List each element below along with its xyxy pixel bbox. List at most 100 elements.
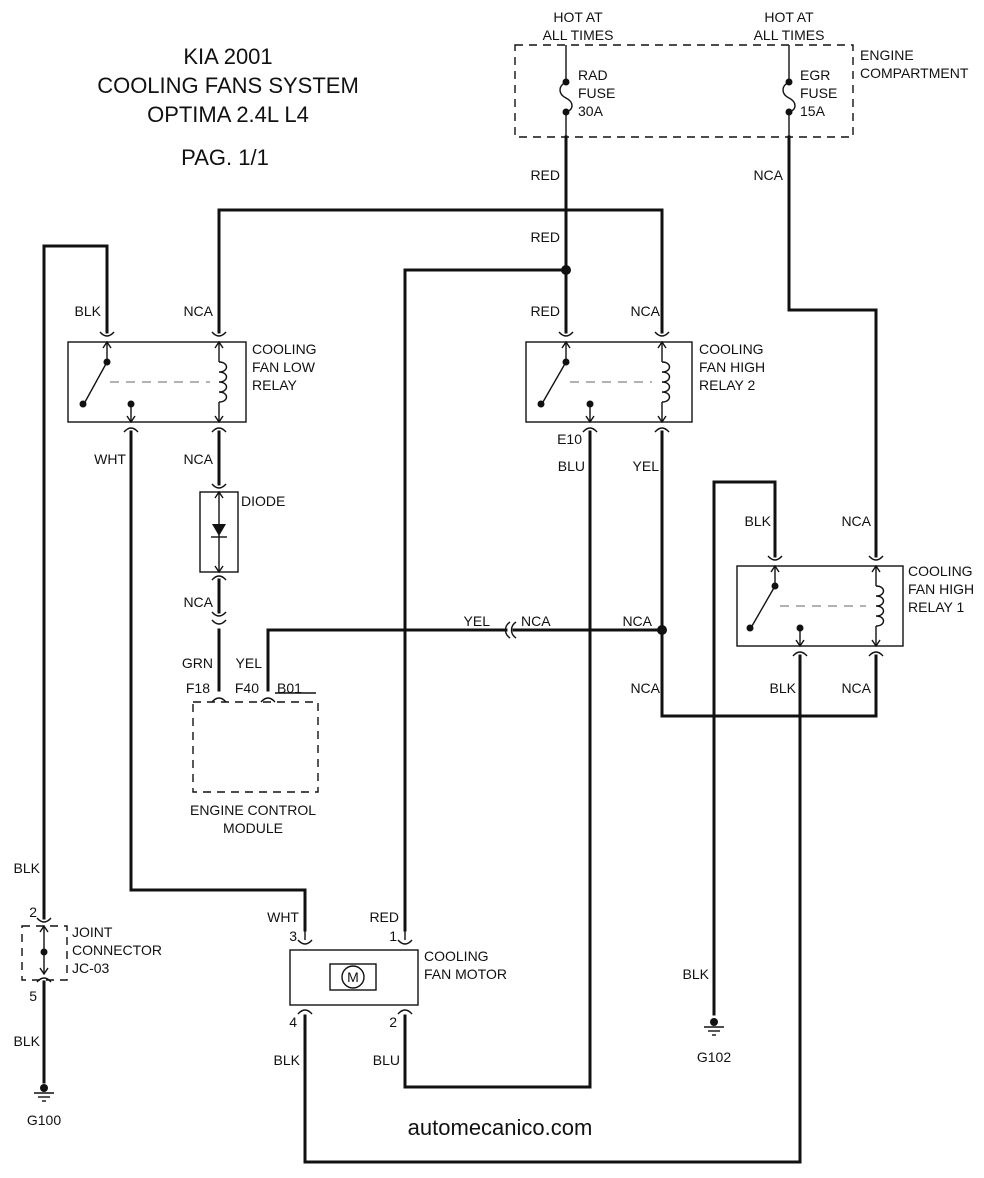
high-relay-1-label-b: FAN HIGH <box>908 581 974 597</box>
wire-label: NCA <box>753 167 783 183</box>
ground-g100: G100 <box>27 1084 61 1128</box>
ground-g100-label: G100 <box>27 1112 61 1128</box>
pin-label: 1 <box>389 928 397 944</box>
wire-yel-ecm <box>266 628 508 692</box>
wire-label: YEL <box>633 458 660 474</box>
title-line-2: COOLING FANS SYSTEM <box>97 73 359 98</box>
pin-label: F18 <box>186 680 210 696</box>
egr-fuse-label-b: FUSE <box>800 85 837 101</box>
pin-label: 2 <box>389 1014 397 1030</box>
diode-icon <box>212 524 226 536</box>
rad-fuse-label-a: RAD <box>578 67 608 83</box>
relay-coil-icon <box>875 585 885 627</box>
wire-label: BLU <box>558 458 585 474</box>
joint-connector-label-a: JOINT <box>72 924 113 940</box>
title-line-3: OPTIMA 2.4L L4 <box>147 102 309 127</box>
joint-connector-box <box>21 925 68 981</box>
watermark: automecanico.com <box>408 1115 593 1140</box>
high-relay-2-label-a: COOLING <box>699 341 764 357</box>
wire-label: NCA <box>841 513 871 529</box>
egr-fuse-label-a: EGR <box>800 67 830 83</box>
pin-label: B01 <box>277 680 302 696</box>
low-relay-label-c: RELAY <box>252 377 298 393</box>
wire-label: BLK <box>14 860 41 876</box>
wire-label: NCA <box>183 451 213 467</box>
motor-icon <box>341 965 365 989</box>
pin-label: 4 <box>289 1014 297 1030</box>
ground-g102: G102 <box>697 1018 731 1065</box>
splice-nca <box>657 625 667 635</box>
rad-fuse-label-b: FUSE <box>578 85 615 101</box>
hot-at-label-2a: HOT AT <box>764 9 814 25</box>
low-relay-label-a: COOLING <box>252 341 317 357</box>
connector-icon <box>99 331 115 337</box>
low-relay-box <box>67 341 247 423</box>
wire-label: BLK <box>683 966 710 982</box>
inline-connector-icon <box>504 621 511 639</box>
ecm-box <box>192 701 319 793</box>
wire-label: WHT <box>94 451 126 467</box>
wire-blk-g102 <box>712 480 777 1016</box>
wire-label: RED <box>530 167 560 183</box>
motor-label-a: COOLING <box>424 948 489 964</box>
wire-label: WHT <box>267 909 299 925</box>
motor-label-b: FAN MOTOR <box>424 966 507 982</box>
high-relay-2-label-c: RELAY 2 <box>699 377 756 393</box>
engine-compartment-label-a: ENGINE <box>860 47 914 63</box>
rad-fuse-label-c: 30A <box>578 103 604 119</box>
diode-label: DIODE <box>241 493 285 509</box>
diagram-title: KIA 2001 COOLING FANS SYSTEM OPTIMA 2.4L… <box>97 44 359 170</box>
pin-label: F40 <box>235 680 259 696</box>
splice-red <box>561 265 571 275</box>
wire-blk-left <box>42 244 109 920</box>
cooling-fan-high-relay-2: COOLING FAN HIGH RELAY 2 <box>525 331 765 433</box>
engine-compartment-box <box>514 44 854 138</box>
wire-label: NCA <box>183 594 213 610</box>
wire-label: NCA <box>183 303 213 319</box>
wire-wht-motor <box>129 430 307 932</box>
wire-labels: RED NCA RED BLK NCA RED NCA WHT NCA E10 … <box>14 167 872 1068</box>
relay-coil-icon <box>218 361 228 403</box>
low-relay-label-b: FAN LOW <box>252 359 316 375</box>
egr-fuse-label-c: 15A <box>800 103 826 119</box>
wire-label: YEL <box>464 613 491 629</box>
ecm-label-a: ENGINE CONTROL <box>190 802 316 818</box>
wire-label: RED <box>369 909 399 925</box>
ecm-label-b: MODULE <box>223 820 283 836</box>
wire-blu-motor <box>403 430 592 1089</box>
engine-control-module: ENGINE CONTROL MODULE <box>190 692 319 836</box>
engine-compartment-label-b: COMPARTMENT <box>860 65 969 81</box>
wire-label: YEL <box>236 655 263 671</box>
wire-yel-hr2 <box>660 430 878 718</box>
wire-label: RED <box>530 303 560 319</box>
high-relay-1-label-c: RELAY 1 <box>908 599 965 615</box>
wire-label: BLK <box>274 1052 301 1068</box>
hot-at-label-1a: HOT AT <box>553 9 603 25</box>
page-number: PAG. 1/1 <box>181 145 269 170</box>
wire-label: NCA <box>521 613 551 629</box>
ground-g102-label: G102 <box>697 1049 731 1065</box>
joint-connector-label-c: JC-03 <box>72 960 110 976</box>
wire-label: NCA <box>622 613 652 629</box>
hot-at-label-2b: ALL TIMES <box>754 27 825 43</box>
egr-fuse-icon <box>782 81 796 113</box>
wires <box>42 135 878 1164</box>
motor-symbol: M <box>347 969 359 985</box>
joint-connector: JOINT CONNECTOR JC-03 <box>21 917 162 983</box>
pin-label: 2 <box>29 904 37 920</box>
title-line-1: KIA 2001 <box>183 44 272 69</box>
joint-connector-label-b: CONNECTOR <box>72 942 162 958</box>
relay-coil-icon <box>661 361 671 403</box>
hot-at-label-1b: ALL TIMES <box>543 27 614 43</box>
high-relay-2-label-b: FAN HIGH <box>699 359 765 375</box>
motor-housing <box>329 963 377 991</box>
fuse-box: HOT AT ALL TIMES HOT AT ALL TIMES ENGINE… <box>514 9 969 138</box>
wire-nca-top-loop <box>217 208 664 334</box>
wire-label: BLK <box>14 1033 41 1049</box>
pin-label: 3 <box>289 928 297 944</box>
wire-label: NCA <box>630 303 660 319</box>
cooling-fan-high-relay-1: COOLING FAN HIGH RELAY 1 <box>736 555 974 657</box>
wire-label: E10 <box>557 431 582 447</box>
